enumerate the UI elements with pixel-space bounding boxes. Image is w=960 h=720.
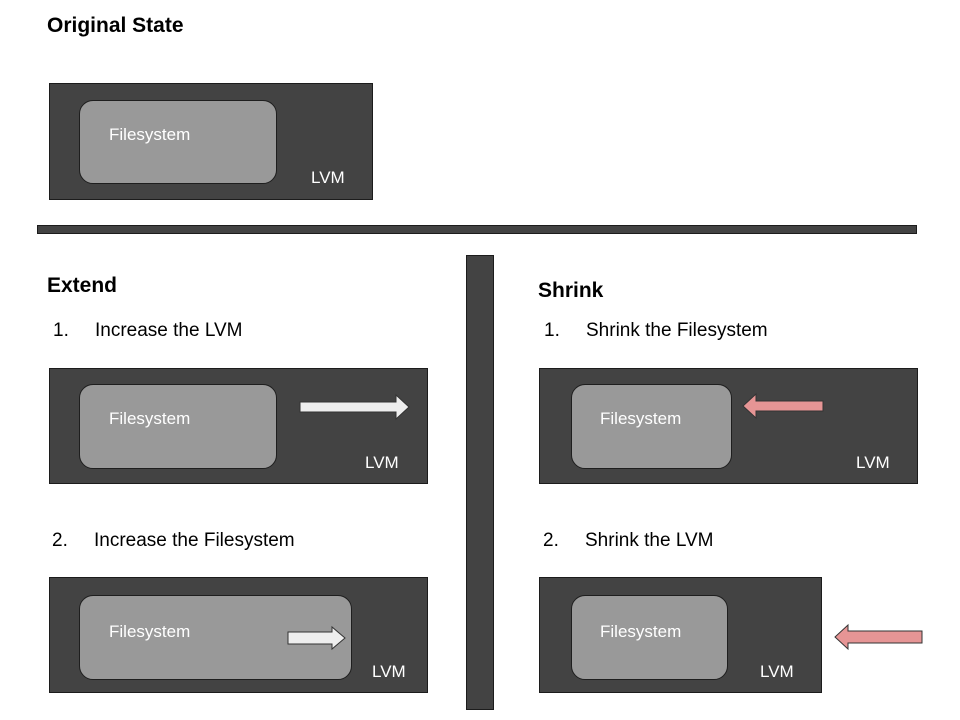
shrink-step-1: 1. Shrink the Filesystem: [544, 320, 768, 342]
extend-step-2: 2. Increase the Filesystem: [52, 530, 295, 552]
original-lvm-box: Filesystem LVM: [49, 83, 373, 200]
shrink-step-2-text: Shrink the LVM: [585, 530, 714, 551]
shrink-step1-lvm-box: Filesystem LVM: [539, 368, 918, 484]
shrink-step2-lvm-label: LVM: [760, 662, 794, 681]
original-lvm-label: LVM: [311, 168, 345, 187]
shrink-heading: Shrink: [538, 279, 604, 302]
shrink-step2-lvm-box: Filesystem LVM: [539, 577, 822, 693]
extend-step-2-text: Increase the Filesystem: [94, 530, 295, 551]
extend-step2-filesystem-label: Filesystem: [109, 622, 191, 641]
extend-step-1-text: Increase the LVM: [95, 320, 243, 341]
vertical-divider: [466, 255, 494, 710]
extend-step1-filesystem-box: Filesystem: [79, 384, 277, 469]
extend-step2-right-arrow-icon: [287, 625, 346, 651]
shrink-step-1-text: Shrink the Filesystem: [586, 320, 768, 341]
extend-step-1: 1. Increase the LVM: [53, 320, 243, 342]
shrink-step1-left-arrow-icon: [742, 392, 824, 420]
shrink-step1-filesystem-label: Filesystem: [600, 409, 682, 428]
shrink-step-2-number: 2.: [543, 530, 559, 551]
extend-step2-filesystem-box: Filesystem: [79, 595, 352, 680]
shrink-step-1-number: 1.: [544, 320, 560, 341]
extend-step2-lvm-label: LVM: [372, 662, 406, 681]
shrink-step2-left-arrow-icon: [834, 623, 923, 651]
extend-step2-lvm-box: Filesystem LVM: [49, 577, 428, 693]
extend-step1-right-arrow-icon: [299, 393, 410, 421]
shrink-step1-filesystem-box: Filesystem: [571, 384, 732, 469]
shrink-step2-filesystem-label: Filesystem: [600, 622, 682, 641]
extend-step1-lvm-label: LVM: [365, 453, 399, 472]
original-filesystem-box: Filesystem: [79, 100, 277, 184]
horizontal-divider: [37, 225, 917, 234]
extend-heading: Extend: [47, 274, 118, 297]
extend-step-1-number: 1.: [53, 320, 69, 341]
original-state-heading: Original State: [47, 14, 184, 37]
shrink-step2-filesystem-box: Filesystem: [571, 595, 728, 680]
shrink-step1-lvm-label: LVM: [856, 453, 890, 472]
extend-step1-lvm-box: Filesystem LVM: [49, 368, 428, 484]
original-filesystem-label: Filesystem: [109, 125, 191, 144]
extend-step-2-number: 2.: [52, 530, 68, 551]
shrink-step-2: 2. Shrink the LVM: [543, 530, 713, 552]
extend-step1-filesystem-label: Filesystem: [109, 409, 191, 428]
